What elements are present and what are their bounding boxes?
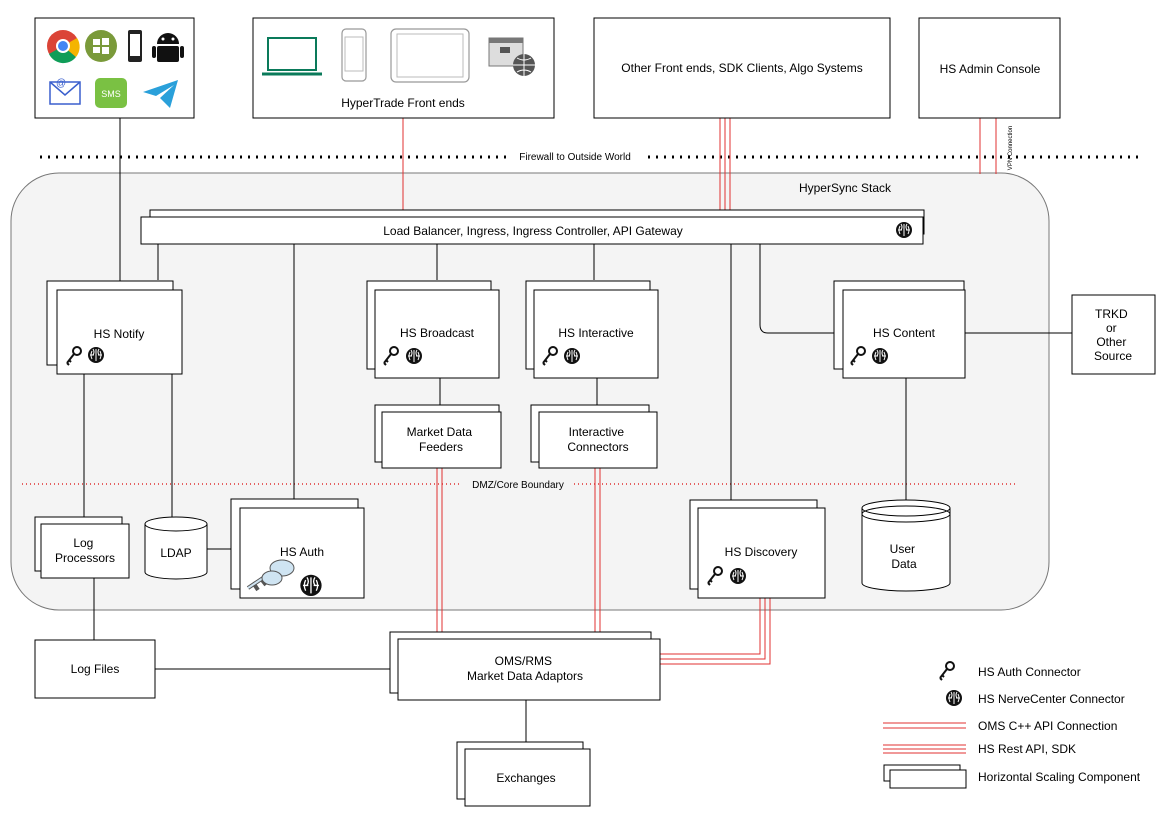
laptop-icon: [262, 37, 322, 76]
content-nervecenter-icon: [871, 347, 889, 365]
market-data-feeders-label: Market Data Feeders: [407, 425, 476, 454]
log-files-label: Log Files: [71, 662, 120, 676]
telegram-icon: [143, 80, 178, 108]
legend-auth-key-icon: [939, 661, 955, 681]
hs-content-label: HS Content: [873, 326, 936, 340]
email-icon: @: [49, 78, 81, 105]
hs-content: [842, 289, 966, 379]
tablet-icon: [390, 28, 470, 83]
legend-rest-api: HS Rest API, SDK: [978, 742, 1076, 756]
exchanges-label: Exchanges: [496, 771, 555, 785]
load-balancer-label: Load Balancer, Ingress, Ingress Controll…: [383, 224, 683, 238]
trkd-source: [1071, 294, 1156, 375]
hs-broadcast-label: HS Broadcast: [400, 326, 475, 340]
user-data-database: [861, 499, 951, 592]
discovery-nervecenter-icon: [729, 567, 747, 585]
interactive-nervecenter-icon: [563, 347, 581, 365]
interactive-connectors: [538, 411, 658, 469]
smartphone-icon: [341, 28, 367, 82]
hs-interactive: [533, 289, 659, 379]
hs-discovery-label: HS Discovery: [725, 545, 798, 559]
trkd-label: TRKD or Other Source: [1094, 307, 1132, 363]
sms-icon: SMS: [95, 78, 127, 108]
hs-notify-label: HS Notify: [94, 327, 145, 341]
chrome-icon: [47, 30, 80, 64]
mobile-phone-icon: [128, 30, 142, 62]
user-data-label: User Data: [890, 542, 919, 571]
legend-nervecenter-connector: HS NerveCenter Connector: [978, 692, 1125, 706]
svg-text:SMS: SMS: [101, 89, 121, 99]
log-processors-label: Log Processors: [55, 536, 115, 565]
api-connections: [402, 118, 997, 665]
ldap-label: LDAP: [160, 546, 191, 560]
hypertrade-frontends-box: [252, 17, 555, 119]
legend-scaling: Horizontal Scaling Component: [978, 770, 1141, 784]
oms-rms: [397, 638, 661, 701]
windows-phone-icon: [85, 30, 117, 62]
market-data-feeders: [381, 411, 502, 469]
other-frontends-label: Other Front ends, SDK Clients, Algo Syst…: [621, 61, 862, 75]
legend-nervecenter-icon: [945, 689, 963, 707]
log-processors: [40, 523, 130, 579]
firewall-label: Firewall to Outside World: [519, 152, 631, 163]
auth-keys-icon: [246, 559, 295, 592]
ldap-database: [144, 516, 208, 580]
exchanges: [464, 748, 591, 807]
hypertrade-label: HyperTrade Front ends: [341, 96, 465, 110]
hs-interactive-label: HS Interactive: [558, 326, 634, 340]
notify-nervecenter-icon: [87, 346, 105, 364]
log-files: [34, 639, 156, 699]
dmz-label: DMZ/Core Boundary: [472, 480, 564, 491]
web-app-icon: [488, 37, 535, 76]
broadcast-nervecenter-icon: [405, 347, 423, 365]
hs-discovery: [697, 507, 826, 599]
auth-nervecenter-icon: [299, 574, 323, 597]
legend-oms-api: OMS C++ API Connection: [978, 719, 1117, 733]
interactive-connectors-label: Interactive Connectors: [567, 425, 628, 454]
stack-label: HyperSync Stack: [799, 181, 892, 195]
svg-text:@: @: [56, 78, 66, 89]
load-balancer: [140, 216, 924, 245]
admin-console-label: HS Admin Console: [940, 62, 1041, 76]
hs-broadcast: [374, 289, 500, 379]
lb-nervecenter-icon: [895, 221, 913, 239]
legend: HS Auth Connector HS NerveCenter Connect…: [883, 661, 1141, 789]
oms-label: OMS/RMS Market Data Adaptors: [467, 654, 583, 683]
legend-auth-connector: HS Auth Connector: [978, 665, 1081, 679]
hs-auth-label: HS Auth: [280, 545, 324, 559]
other-frontends-box: [593, 17, 891, 119]
android-icon: [152, 33, 184, 62]
hs-notify: [56, 289, 183, 375]
vpn-label: VPN Connection: [1008, 126, 1014, 170]
admin-console-box: [918, 17, 1061, 119]
